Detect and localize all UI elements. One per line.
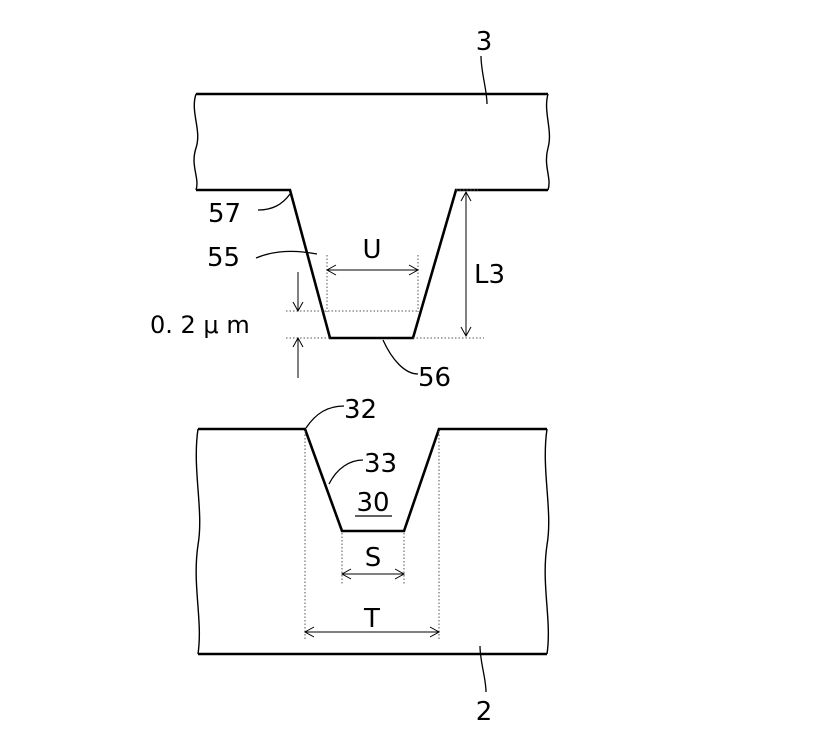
label-55: 55 <box>207 243 240 273</box>
label-T: T <box>363 604 380 634</box>
lower-member-break-right <box>545 429 549 654</box>
leader-3 <box>481 56 487 104</box>
upper-member <box>194 94 549 338</box>
dimension-offset <box>286 272 418 378</box>
label-U: U <box>362 235 381 265</box>
upper-member-break-left <box>194 94 198 190</box>
leader-32 <box>306 406 344 428</box>
leader-33 <box>329 460 363 484</box>
label-L3: L3 <box>474 260 505 290</box>
leader-56 <box>383 340 418 374</box>
label-57: 57 <box>208 199 241 229</box>
leader-57 <box>258 194 290 210</box>
label-30: 30 <box>356 488 389 518</box>
label-member-2: 2 <box>476 697 493 727</box>
lower-member-break-left <box>196 429 200 654</box>
upper-member-break-right <box>546 94 549 190</box>
label-offset: 0. 2 μ m <box>150 311 250 339</box>
label-member-3: 3 <box>476 27 493 57</box>
upper-member-outline <box>196 94 548 338</box>
label-32: 32 <box>344 395 377 425</box>
label-S: S <box>365 543 382 573</box>
label-33: 33 <box>364 449 397 479</box>
label-56: 56 <box>418 363 451 393</box>
